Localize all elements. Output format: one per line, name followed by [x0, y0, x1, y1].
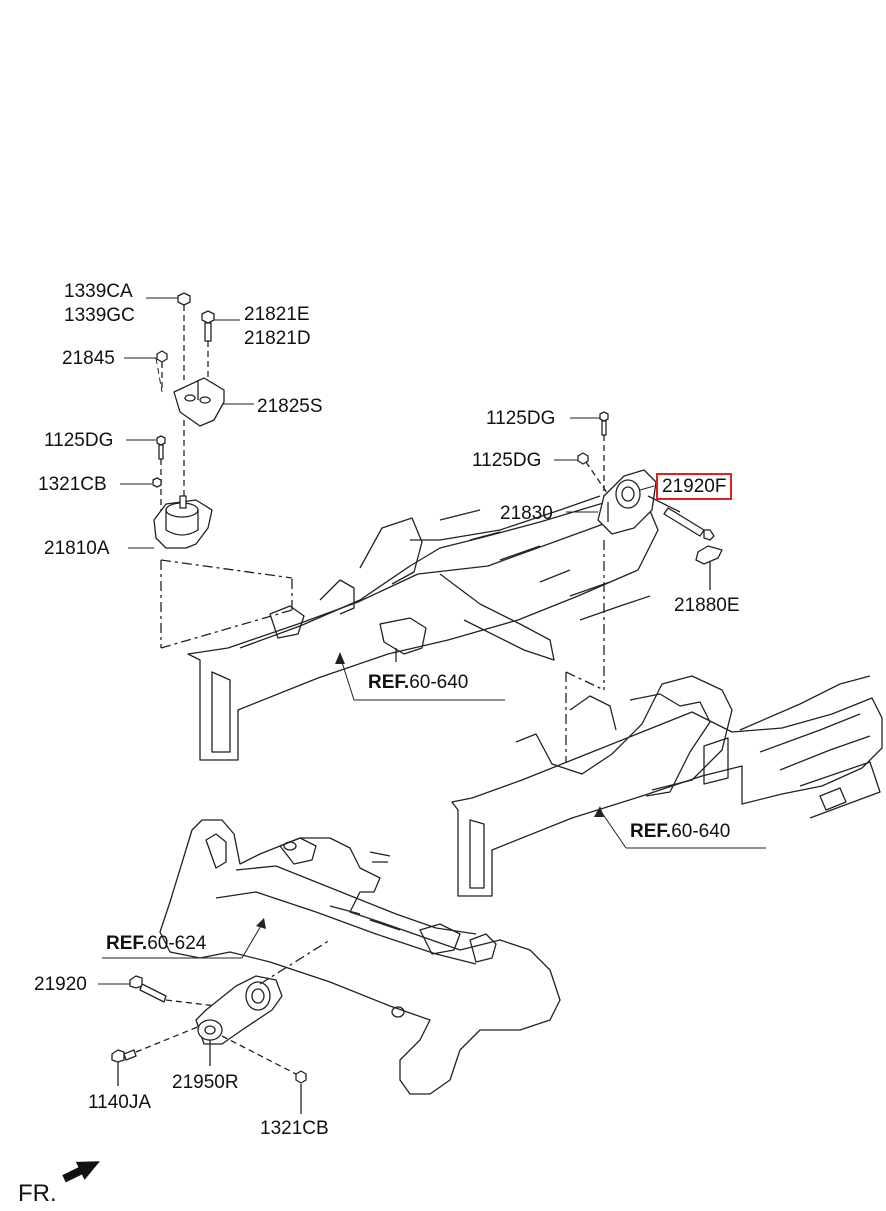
label-21821d[interactable]: 21821D	[244, 328, 311, 349]
ref-prefix: REF.	[630, 821, 672, 842]
label-1125dg-top[interactable]: 1125DG	[486, 408, 556, 429]
right-mount-dashed-leader	[566, 540, 604, 770]
bolt-21920-icon	[130, 976, 250, 1010]
front-direction-label: FR.	[18, 1180, 57, 1207]
washer-21880e-icon	[696, 546, 722, 590]
label-1339ca[interactable]: 1339CA	[64, 281, 133, 302]
label-21825s[interactable]: 21825S	[257, 396, 323, 417]
nut-1321cb-bottom-icon	[222, 1036, 306, 1114]
bracket-21825s-icon	[174, 378, 224, 426]
ref-prefix: REF.	[106, 933, 148, 954]
label-21950r[interactable]: 21950R	[172, 1072, 239, 1093]
lower-side-member-frame	[452, 676, 882, 896]
ref-number: 60-624	[147, 933, 207, 954]
mount-21810a-icon	[154, 420, 212, 548]
label-21920f-highlighted[interactable]: 21920F	[656, 473, 733, 500]
left-engine-mount-group	[153, 293, 292, 648]
bracket-21830-icon	[598, 470, 656, 534]
label-21821e[interactable]: 21821E	[244, 304, 310, 325]
label-21880e[interactable]: 21880E	[674, 595, 740, 616]
nut-21845-icon	[157, 351, 167, 392]
roll-rod-21950r-icon	[196, 976, 282, 1066]
ref-60-640-lower[interactable]: REF.60-640	[630, 822, 730, 841]
ref-60-624-subframe[interactable]: REF.60-624	[106, 934, 206, 953]
ref-prefix: REF.	[368, 672, 410, 693]
nut-1339ca-icon	[178, 293, 190, 380]
front-subframe	[160, 820, 560, 1094]
bolt-1140ja-icon	[112, 1026, 200, 1086]
ref-number: 60-640	[671, 821, 731, 842]
label-21845[interactable]: 21845	[62, 348, 115, 369]
roll-rod-group	[112, 940, 330, 1114]
upper-side-member-frame	[188, 496, 658, 760]
bolt-1125dg-mid-icon	[578, 453, 612, 500]
bolt-21920f-icon	[648, 496, 714, 540]
ref-arrowheads	[256, 652, 604, 929]
label-1339gc[interactable]: 1339GC	[64, 305, 135, 326]
label-1140ja[interactable]: 1140JA	[88, 1092, 152, 1113]
label-1125dg-left[interactable]: 1125DG	[44, 430, 114, 451]
nut-1321cb-left-icon	[153, 478, 161, 487]
label-1321cb-left[interactable]: 1321CB	[38, 474, 107, 495]
label-21830[interactable]: 21830	[500, 503, 553, 524]
label-1125dg-mid[interactable]: 1125DG	[472, 450, 542, 471]
front-direction-arrow-icon	[62, 1161, 100, 1183]
ref-60-640-upper[interactable]: REF.60-640	[368, 673, 468, 692]
label-21810a[interactable]: 21810A	[44, 538, 110, 559]
label-1321cb-bottom[interactable]: 1321CB	[260, 1118, 329, 1139]
label-21920[interactable]: 21920	[34, 974, 87, 995]
ref-number: 60-640	[409, 672, 469, 693]
right-transmission-mount-group	[566, 412, 722, 770]
leader-lines	[98, 298, 766, 984]
